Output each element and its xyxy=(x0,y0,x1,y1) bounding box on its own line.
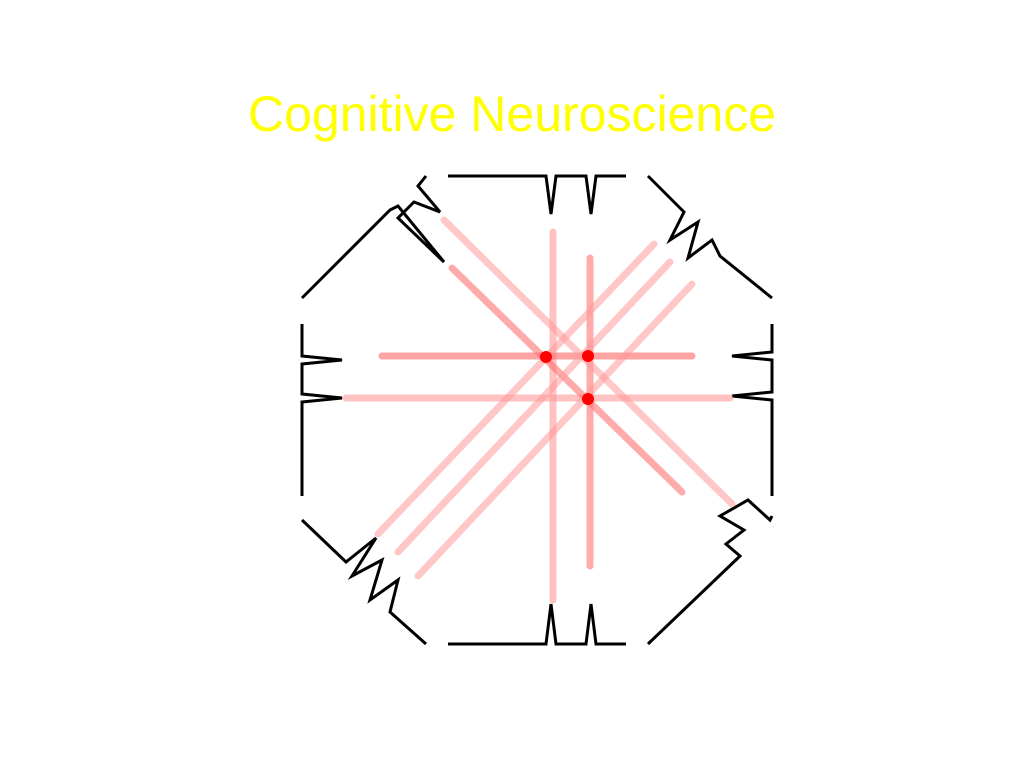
detector-ring xyxy=(300,174,774,646)
ring-edge-left xyxy=(300,324,343,496)
beam-antidiagonal-1 xyxy=(374,240,658,538)
focus-point xyxy=(582,350,594,362)
ring-edge-bottom xyxy=(448,603,626,646)
slide-title: Cognitive Neuroscience xyxy=(247,86,777,142)
ring-edge-lower-right xyxy=(646,498,774,646)
focus-points xyxy=(540,350,594,405)
beam-antidiagonal-2 xyxy=(394,258,674,556)
ring-edge-upper-left xyxy=(300,175,446,300)
beam-diagonal-2 xyxy=(448,264,686,496)
lines-of-response xyxy=(342,216,736,604)
ring-edge-top xyxy=(448,174,626,215)
ring-edge-right xyxy=(731,324,774,496)
focus-point xyxy=(540,351,552,363)
ring-edge-upper-right xyxy=(646,174,773,300)
beam-antidiagonal-3 xyxy=(414,280,696,580)
focus-point xyxy=(582,393,594,405)
ring-edge-lower-left xyxy=(300,518,427,646)
